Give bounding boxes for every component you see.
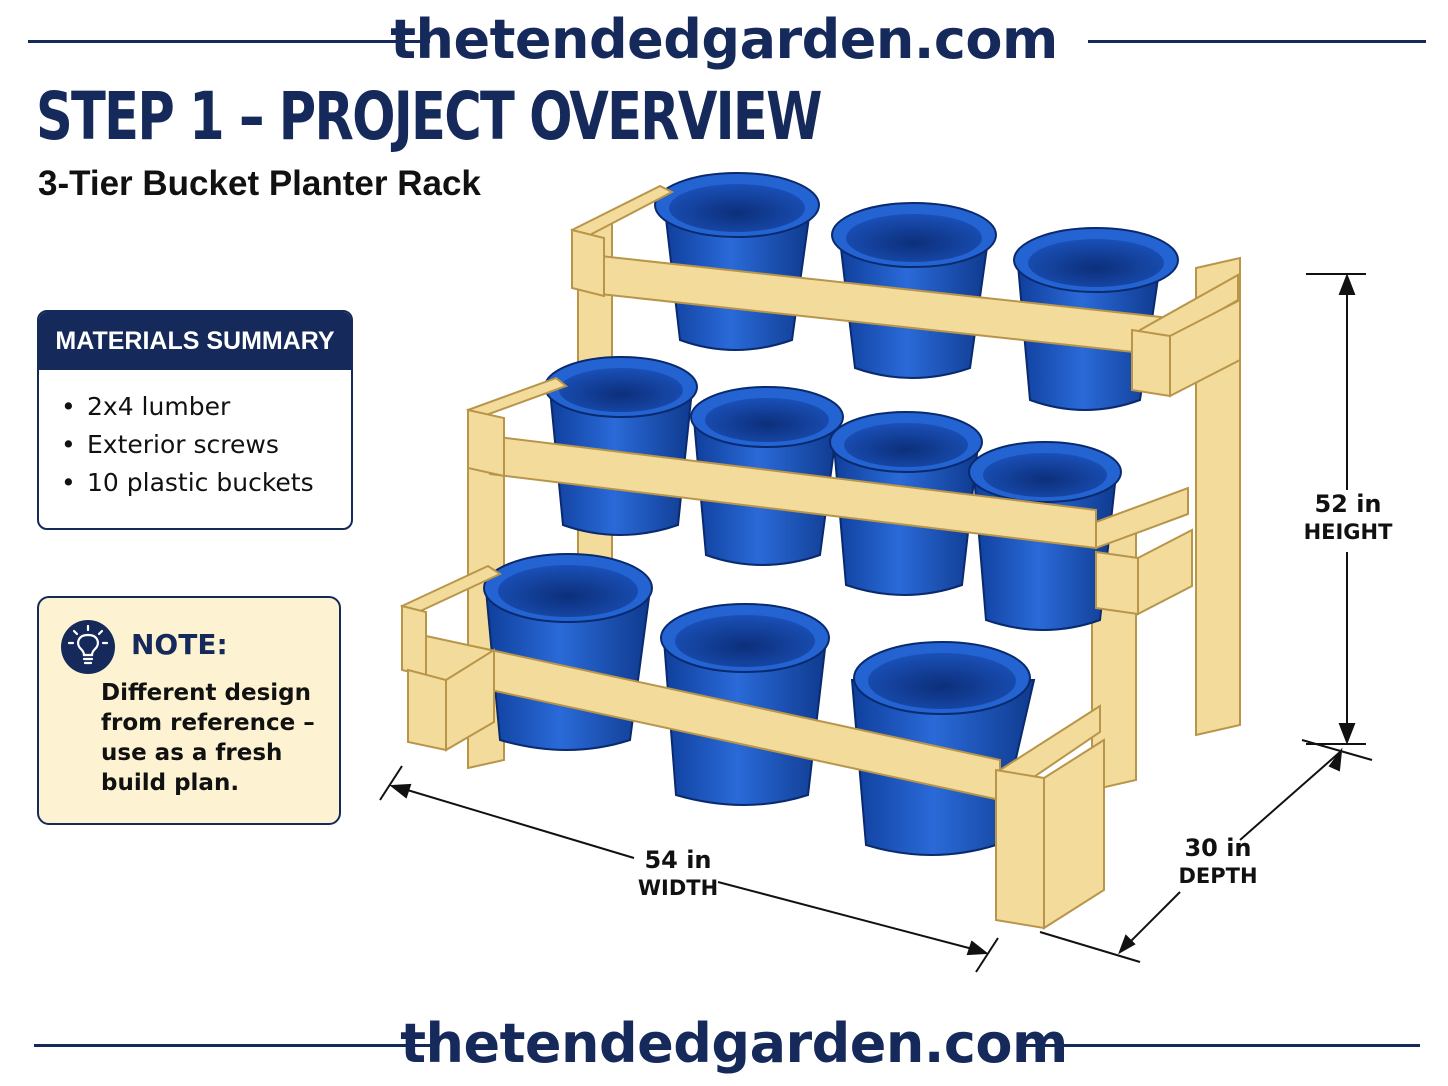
footer-rule-right: [1024, 1044, 1420, 1047]
material-label: 2x4 lumber: [87, 392, 231, 421]
material-label: Exterior screws: [87, 430, 279, 459]
bullet-icon: •: [61, 468, 76, 497]
tier-top: [570, 172, 1241, 411]
bottom-tier-frame: [399, 564, 1105, 930]
middle-tier-frame: [465, 376, 1193, 616]
note-card: NOTE: Different design from reference – …: [37, 596, 341, 825]
height-label: HEIGHT: [1303, 520, 1393, 544]
depth-value: 30 in: [1184, 834, 1252, 862]
top-tier-frame: [570, 184, 1241, 398]
list-item: • 10 plastic buckets: [61, 464, 351, 502]
list-item: • 2x4 lumber: [61, 388, 351, 426]
depth-dimension-label: 30 in DEPTH: [1168, 834, 1268, 890]
height-dimension-label: 52 in HEIGHT: [1298, 490, 1398, 546]
page-title: STEP 1 – PROJECT OVERVIEW: [36, 78, 822, 155]
depth-label: DEPTH: [1178, 864, 1258, 888]
bullet-icon: •: [61, 430, 76, 459]
footer-rule-left: [34, 1044, 438, 1047]
note-heading: NOTE:: [131, 628, 228, 661]
list-item: • Exterior screws: [61, 426, 351, 464]
materials-list: • 2x4 lumber • Exterior screws • 10 plastic…: [39, 388, 351, 502]
width-dimension-label: 54 in WIDTH: [628, 846, 728, 902]
materials-summary-card: MATERIALS SUMMARY • 2x4 lumber • Exterior …: [37, 310, 353, 530]
height-value: 52 in: [1314, 490, 1382, 518]
brand-footer: thetendedgarden.com: [0, 1004, 1448, 1084]
header-rule-right: [1088, 40, 1426, 43]
brand-site-top: thetendedgarden.com: [390, 8, 1058, 71]
header-rule-left: [28, 40, 430, 43]
dimension-width: [379, 765, 999, 973]
tier-middle: [465, 356, 1193, 631]
width-value: 54 in: [644, 846, 712, 874]
material-label: 10 plastic buckets: [87, 468, 314, 497]
materials-heading: MATERIALS SUMMARY: [39, 312, 351, 370]
lightbulb-icon: [61, 620, 115, 674]
bucket: [483, 553, 653, 751]
dimension-depth: [1039, 739, 1373, 963]
note-text: Different design from reference – use as…: [101, 680, 315, 796]
width-label: WIDTH: [637, 876, 719, 900]
page-subtitle: 3-Tier Bucket Planter Rack: [38, 164, 481, 203]
bucket: [654, 172, 820, 351]
middle-tier-buckets: [544, 356, 1122, 631]
tier-bottom: [399, 553, 1105, 930]
brand-site-bottom: thetendedgarden.com: [400, 1012, 1068, 1075]
bucket: [660, 603, 830, 806]
bullet-icon: •: [61, 392, 76, 421]
bucket: [690, 386, 844, 566]
dimension-height: [1306, 273, 1366, 745]
brand-header: thetendedgarden.com: [0, 0, 1448, 80]
